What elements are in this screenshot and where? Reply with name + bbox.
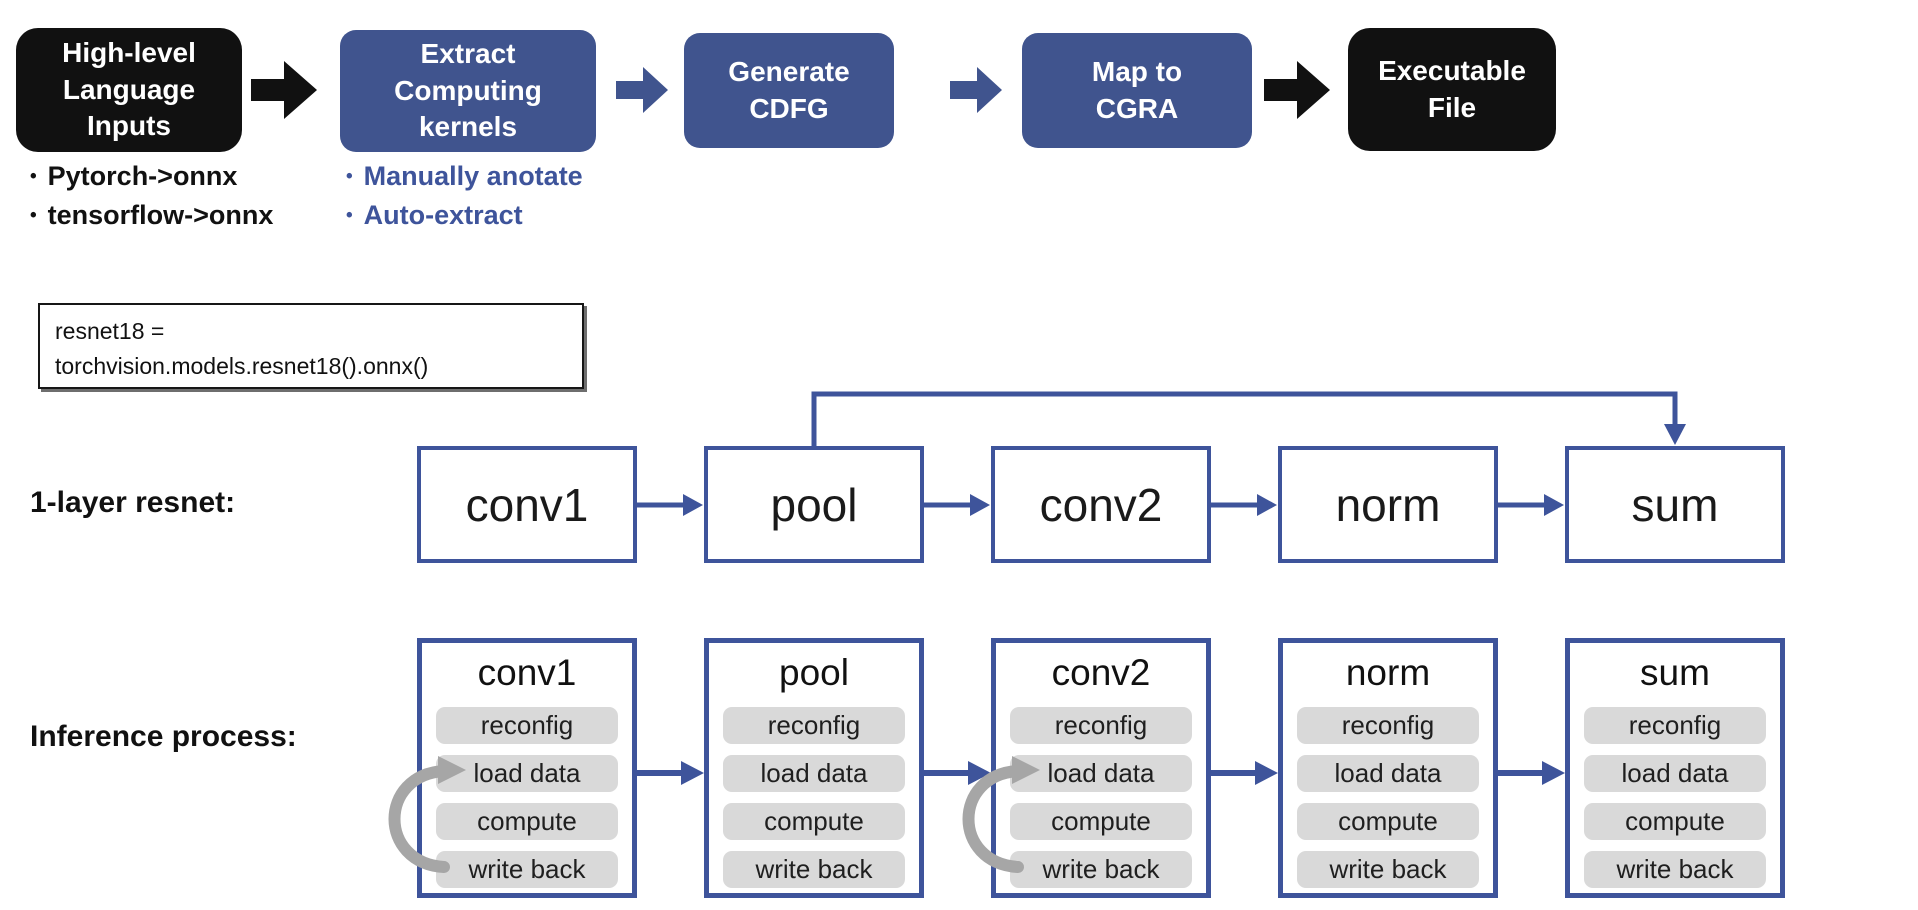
note-text: Pytorch->onnx <box>47 161 238 191</box>
pipeline-step-executable-file: Executable File <box>1348 28 1556 151</box>
step-pill-compute: compute <box>1297 803 1479 840</box>
loop-arrow-icon <box>962 756 1040 873</box>
resnet-node-sum: sum <box>1565 446 1785 563</box>
note-text: tensorflow->onnx <box>47 200 274 230</box>
bullet-icon: • <box>30 205 37 226</box>
black-arrow-icon <box>251 61 317 119</box>
connector-arrow-icon <box>1211 494 1277 516</box>
step-pill-load-data: load data <box>1297 755 1479 792</box>
note-pytorch-onnx: • Pytorch->onnx <box>30 161 237 192</box>
stage-title: pool <box>779 652 849 693</box>
resnet-node-conv2: conv2 <box>991 446 1211 563</box>
pipeline-step-extract-kernels: Extract Computing kernels <box>340 30 596 152</box>
step-pill-write-back: write back <box>1297 851 1479 888</box>
code-line: torchvision.models.resnet18().onnx() <box>55 352 429 379</box>
step-pill-compute: compute <box>723 803 905 840</box>
inference-stage-pool: pool reconfig load data compute write ba… <box>704 638 924 898</box>
pipeline-step-generate-cdfg: Generate CDFG <box>684 33 894 148</box>
step-pill-load-data: load data <box>1584 755 1766 792</box>
step-pill-write-back: write back <box>1584 851 1766 888</box>
pipeline-step-map-to-cgra: Map to CGRA <box>1022 33 1252 148</box>
blue-arrow-icon <box>616 67 668 113</box>
connector-arrow-icon <box>637 761 704 785</box>
step-pill-reconfig: reconfig <box>436 707 618 744</box>
step-pill-reconfig: reconfig <box>1010 707 1192 744</box>
note-auto-extract: • Auto-extract <box>346 200 523 231</box>
bullet-icon: • <box>30 166 37 187</box>
connector-arrow-icon <box>1498 494 1564 516</box>
bullet-icon: • <box>346 166 353 187</box>
loop-arrow-icon <box>388 756 466 873</box>
note-manually-anotate: • Manually anotate <box>346 161 583 192</box>
step-pill-write-back: write back <box>436 851 618 888</box>
black-arrow-icon <box>1264 61 1330 119</box>
stage-title: conv2 <box>1051 652 1151 693</box>
pipeline-step-high-level-inputs: High-level Language Inputs <box>16 28 242 152</box>
step-pill-load-data: load data <box>723 755 905 792</box>
inference-stage-norm: norm reconfig load data compute write ba… <box>1278 638 1498 898</box>
step-pill-compute: compute <box>1584 803 1766 840</box>
step-pill-reconfig: reconfig <box>1297 707 1479 744</box>
resnet-node-conv1: conv1 <box>417 446 637 563</box>
connector-arrow-icon <box>637 494 703 516</box>
stage-title: conv1 <box>477 652 577 693</box>
resnet-row-label: 1-layer resnet: <box>30 486 236 519</box>
note-text: Auto-extract <box>363 200 523 230</box>
blue-arrow-icon <box>950 67 1002 113</box>
inference-stage-sum: sum reconfig load data compute write bac… <box>1565 638 1785 898</box>
stage-title: norm <box>1345 652 1431 693</box>
bullet-icon: • <box>346 205 353 226</box>
step-pill-compute: compute <box>436 803 618 840</box>
code-line: resnet18 = <box>55 318 165 344</box>
resnet-node-norm: norm <box>1278 446 1498 563</box>
step-pill-load-data: load data <box>1010 755 1192 792</box>
connector-arrow-icon <box>1211 761 1278 785</box>
stage-title: sum <box>1640 652 1710 693</box>
step-pill-write-back: write back <box>723 851 905 888</box>
inference-row-label: Inference process: <box>30 720 297 753</box>
inference-stage-conv2: conv2 reconfig load data compute write b… <box>991 638 1211 898</box>
resnet-node-pool: pool <box>704 446 924 563</box>
step-pill-write-back: write back <box>1010 851 1192 888</box>
note-tensorflow-onnx: • tensorflow->onnx <box>30 200 273 231</box>
code-snippet-box: resnet18 = torchvision.models.resnet18()… <box>38 303 584 389</box>
note-text: Manually anotate <box>363 161 583 191</box>
step-pill-compute: compute <box>1010 803 1192 840</box>
connector-arrow-icon <box>924 761 991 785</box>
step-pill-reconfig: reconfig <box>1584 707 1766 744</box>
step-pill-load-data: load data <box>436 755 618 792</box>
connector-arrow-icon <box>924 494 990 516</box>
step-pill-reconfig: reconfig <box>723 707 905 744</box>
connector-arrow-icon <box>1498 761 1565 785</box>
skip-connection-arrow <box>811 391 1686 446</box>
